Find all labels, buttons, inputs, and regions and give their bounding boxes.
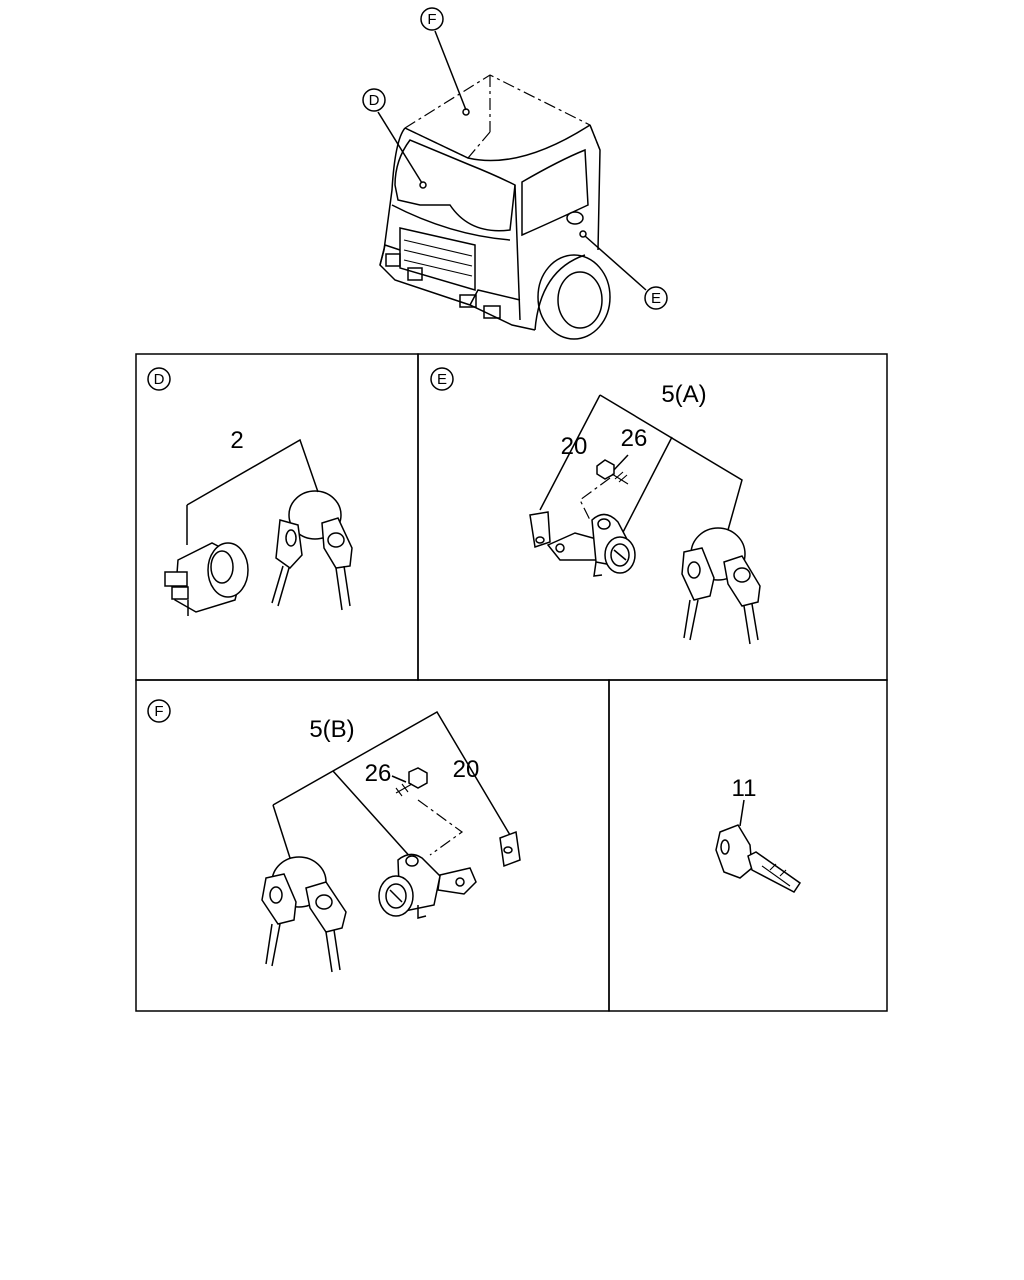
svg-text:E: E: [651, 290, 661, 307]
svg-text:D: D: [369, 92, 380, 109]
part-number-26-f: 26: [365, 760, 392, 787]
blank-key: [715, 824, 802, 893]
callout-overview-d: D: [362, 88, 386, 112]
ignition-key-set: [271, 490, 353, 611]
door-key-set-f: [261, 856, 347, 973]
door-lock-cylinder-e: [546, 513, 636, 577]
clip-20-f: [499, 830, 521, 868]
part-number-5a: 5(A): [661, 381, 706, 408]
ignition-lock-cylinder: [164, 542, 249, 616]
svg-text:F: F: [427, 11, 436, 28]
door-lock-cylinder-f: [378, 853, 477, 919]
callout-panel-f: F: [147, 699, 171, 723]
screw-26-e: [596, 459, 629, 485]
screw-26-f: [395, 767, 428, 797]
svg-text:D: D: [154, 371, 165, 388]
panel-e-door-lock: E 5(A) 20 26: [430, 367, 761, 645]
callout-overview-e: E: [644, 286, 668, 310]
callout-panel-d: D: [147, 367, 171, 391]
panel-f-door-lock: F 5(B) 26 20: [147, 699, 521, 973]
callout-panel-e: E: [430, 367, 454, 391]
part-number-11: 11: [732, 775, 757, 802]
clip-20-e: [529, 511, 551, 548]
svg-text:F: F: [154, 703, 163, 720]
part-number-2: 2: [230, 427, 243, 454]
panel-frames: [135, 353, 888, 1012]
part-number-20-e: 20: [561, 433, 588, 460]
part-number-5b: 5(B): [309, 716, 354, 743]
door-key-set-e: [681, 527, 761, 645]
panel-d-ignition-lock: D 2: [147, 367, 353, 616]
panel-blank-key: 11: [715, 775, 802, 893]
callout-overview-f: F: [420, 7, 444, 31]
truck-cab-overview: [377, 30, 647, 340]
svg-text:E: E: [437, 371, 447, 388]
part-number-26-e: 26: [621, 425, 648, 452]
